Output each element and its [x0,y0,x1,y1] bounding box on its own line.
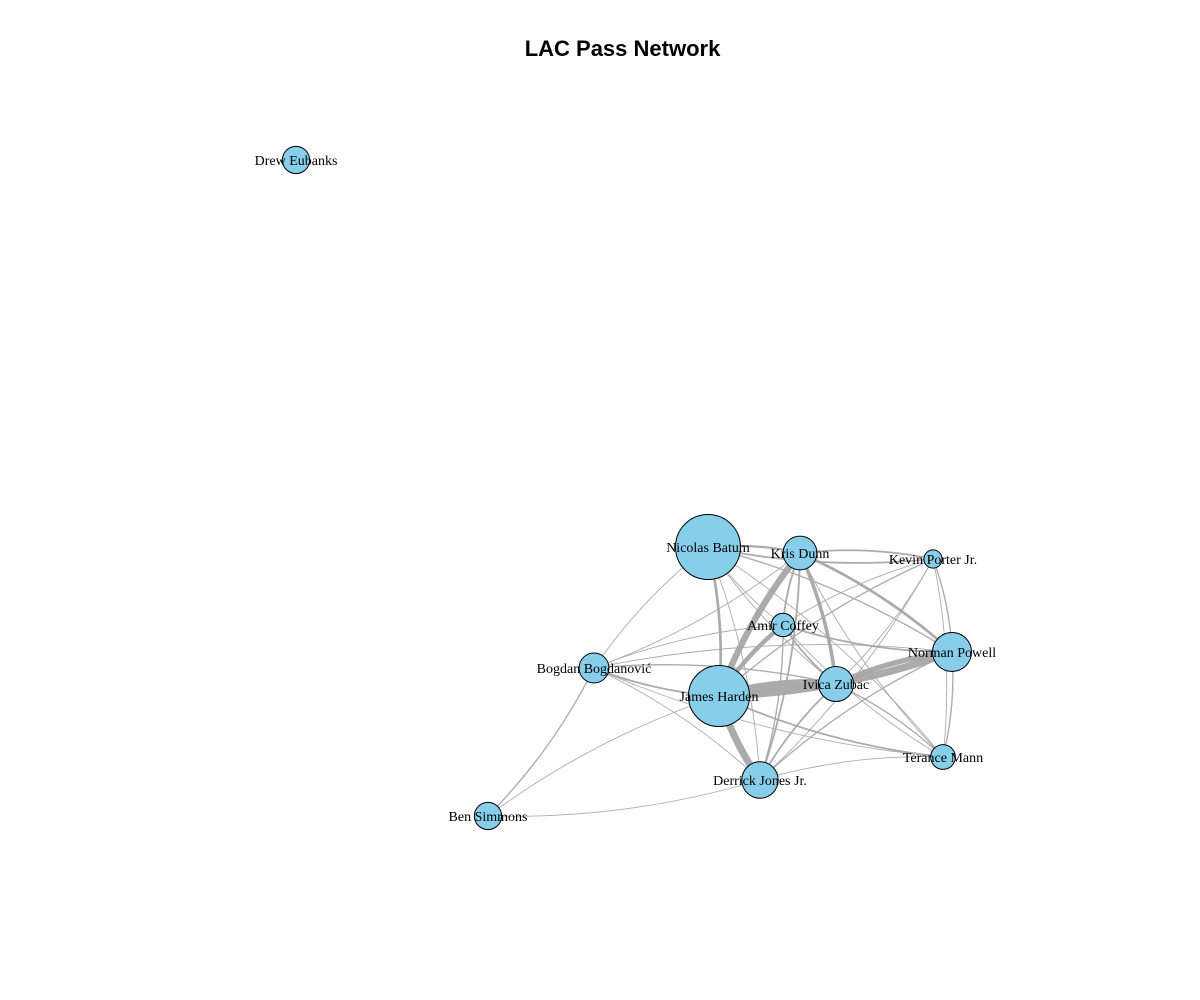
node-batum [675,514,741,580]
node-layer: Nicolas Batum Kris Dunn Kevin Porter Jr. Am… [255,145,996,831]
node-label-powell: Norman Powell [908,646,996,661]
node-label-coffey: Amir Coffey [747,619,819,634]
edge-jones-porter [759,558,934,781]
edge-jones-bogdanovic [593,667,761,781]
node-label-zubac: Ivica Zubac [803,678,869,693]
edge-zubac-mann [835,683,944,758]
edge-harden-porter [718,558,934,697]
node-powell [932,632,972,672]
node-label-eubanks: Drew Eubanks [255,154,338,169]
edge-bogdanovic-mann [593,667,944,758]
node-simmons [473,801,503,831]
node-label-jones: Derrick Jones Jr. [713,774,807,789]
node-label-porter: Kevin Porter Jr. [889,553,977,568]
edge-jones-simmons [487,779,761,817]
graph-title: LAC Pass Network [524,36,721,61]
node-mann [930,744,956,770]
edge-batum-mann [707,546,944,758]
node-label-dunn: Kris Dunn [771,547,830,562]
edge-powell-bogdanovic [593,644,953,669]
node-coffey [770,612,796,638]
node-label-batum: Nicolas Batum [666,541,750,556]
edge-coffey-jones [759,624,784,781]
node-label-bogdanovic: Bogdan Bogdanović [537,662,652,677]
node-porter [923,549,943,569]
node-harden [687,664,751,728]
edge-bogdanovic-simmons [487,667,595,817]
node-jones [741,761,779,799]
edge-harden-mann [718,695,944,758]
node-dunn [782,535,818,571]
edge-harden-simmons [487,695,720,817]
edge-coffey-mann [782,624,944,758]
edge-dunn-jones [759,552,801,781]
edge-batum-powell [707,546,953,653]
edge-powell-jones [759,651,953,781]
edge-coffey-bogdanovic [593,624,784,669]
node-label-mann: Terance Mann [903,751,983,766]
edge-coffey-porter [782,558,934,626]
node-bogdanovic [578,652,610,684]
node-label-harden: James Harden [680,690,759,705]
edge-jones-mann [759,756,944,781]
node-label-simmons: Ben Simmons [449,810,528,825]
node-zubac [817,665,855,703]
node-eubanks [281,145,311,175]
